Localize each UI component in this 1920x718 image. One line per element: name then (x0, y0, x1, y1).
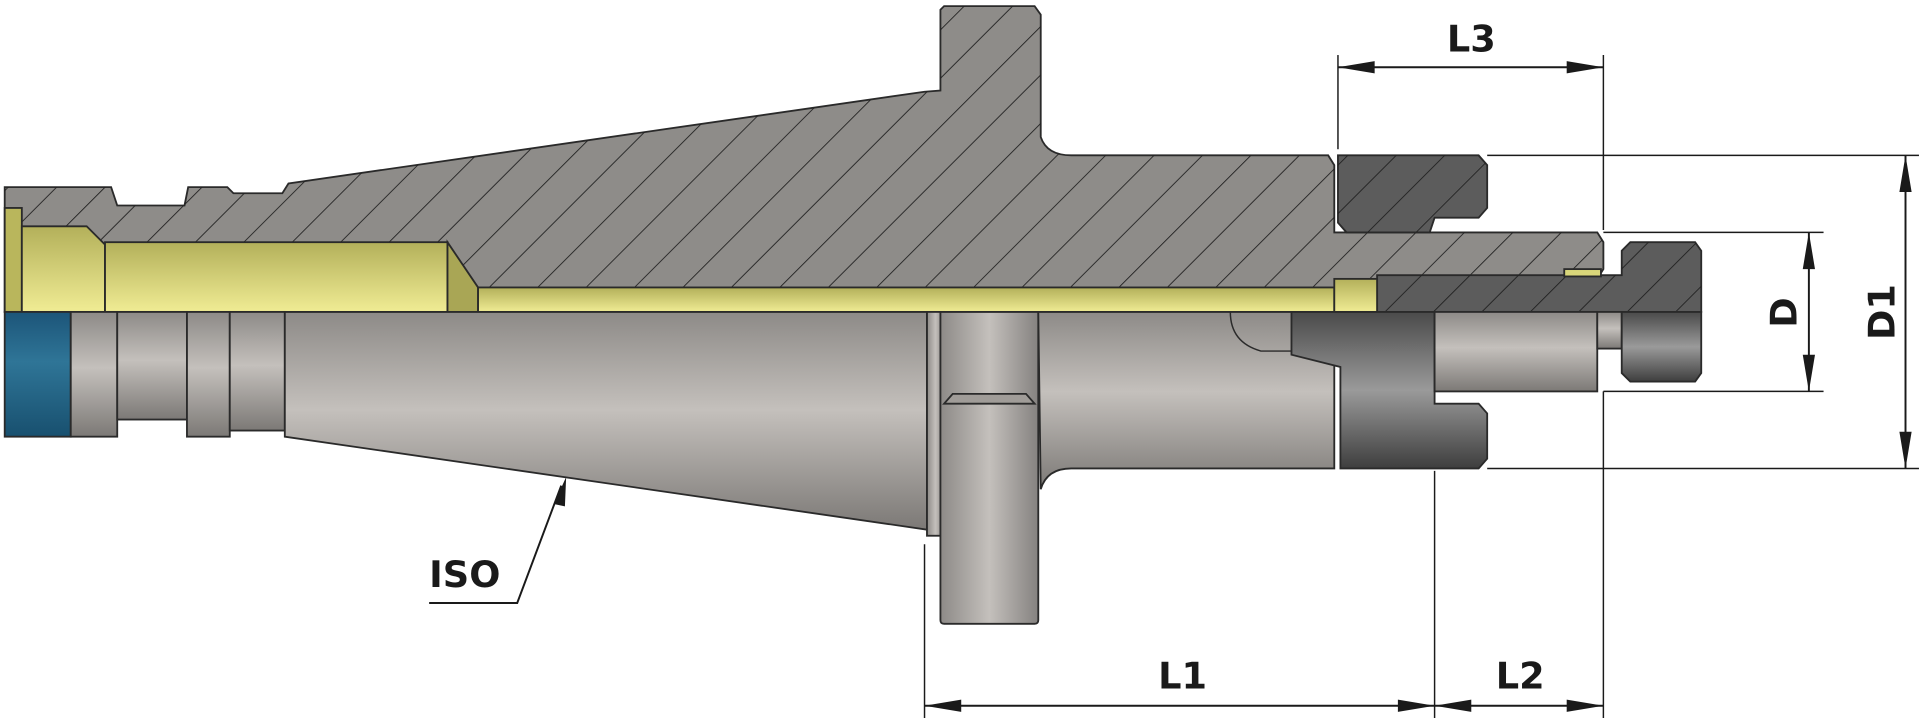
l3-label: L3 (1447, 17, 1496, 60)
clamping-nut-section (1337, 154, 1489, 234)
retention-knob (3, 310, 286, 438)
drawbar (3, 207, 1602, 313)
iso-callout: ISO (429, 477, 567, 605)
l1-label: L1 (1158, 655, 1207, 698)
flange-keyway (942, 392, 1037, 405)
d1-label: D1 (1861, 284, 1904, 340)
dimension-l2: L2 (1434, 391, 1605, 718)
flange (939, 310, 1040, 625)
iso-label: ISO (429, 553, 500, 596)
holder-shank (1037, 310, 1336, 490)
dimension-l3: L3 (1337, 17, 1605, 230)
cutter-body (1433, 310, 1599, 393)
dimension-d1: D1 (1487, 154, 1919, 470)
dimension-l1: L1 (923, 470, 1436, 718)
dimension-d: D (1603, 231, 1824, 393)
holder-body-section (3, 5, 1605, 313)
screw-neck (1596, 310, 1623, 350)
iso-taper (283, 310, 928, 531)
d-label: D (1763, 297, 1806, 327)
screw-head (1620, 310, 1703, 383)
shank-relief (1229, 311, 1292, 352)
l2-label: L2 (1496, 655, 1545, 698)
